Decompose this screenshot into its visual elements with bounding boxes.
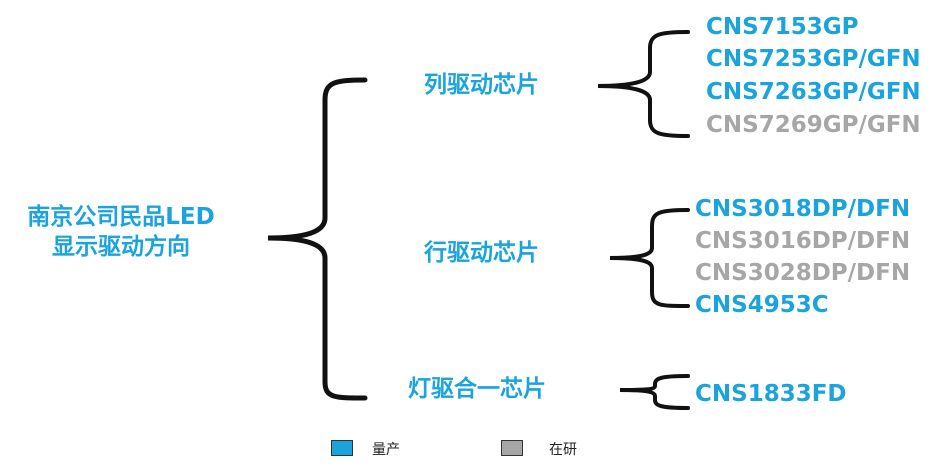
category-row-driver: 行驱动芯片 [424, 240, 539, 266]
part-item: CNS7263GP/GFN [706, 79, 921, 105]
part-item: CNS7153GP [706, 14, 859, 40]
part-item: CNS3016DP/DFN [695, 228, 911, 254]
main-brace [267, 77, 368, 401]
part-item: CNS3028DP/DFN [695, 260, 911, 286]
legend-label-mass-production: 量产 [372, 442, 400, 458]
column-brace [597, 30, 690, 138]
part-item: CNS4953C [695, 292, 829, 318]
part-item: CNS1833FD [695, 381, 847, 407]
part-item: CNS3018DP/DFN [695, 196, 911, 222]
legend-swatch-mass-production [331, 440, 353, 456]
part-item: CNS7253GP/GFN [706, 46, 921, 72]
legend-swatch-in-development [501, 440, 523, 456]
category-light-driver: 灯驱合一芯片 [408, 376, 546, 402]
root-node: 南京公司民品LED 显示驱动方向 [10, 202, 232, 262]
category-column-driver: 列驱动芯片 [424, 72, 539, 98]
legend-label-in-development: 在研 [549, 442, 577, 458]
row-brace [609, 208, 690, 308]
part-item: CNS7269GP/GFN [706, 112, 921, 138]
root-title-line1: 南京公司民品LED [27, 204, 215, 230]
light-brace [619, 374, 690, 410]
root-title-line2: 显示驱动方向 [52, 234, 190, 260]
